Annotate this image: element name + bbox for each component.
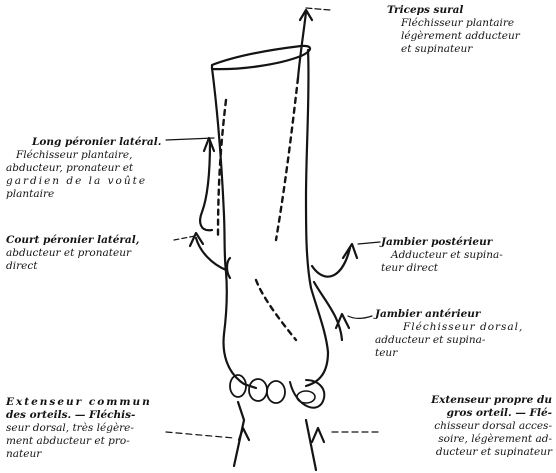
- leg-top-rim: [212, 46, 310, 69]
- label-long-peronier: Long péronier latéral. Fléchisseur plant…: [6, 136, 161, 201]
- leg-left-edge: [212, 68, 256, 388]
- label-jambier-anterieur-line-3: teur: [375, 347, 523, 360]
- label-triceps-sural: Triceps sural Fléchisseur plantaire légè…: [387, 4, 520, 56]
- triceps-tendon-path: [276, 78, 298, 240]
- label-extenseur-commun-line-3: ment abducteur et pro-: [6, 435, 152, 448]
- big-toenail: [297, 391, 315, 403]
- label-long-peronier-line-3: gardien de la voûte: [6, 175, 161, 188]
- label-extenseur-commun-title: Extenseur commun: [6, 396, 152, 409]
- label-triceps-line-2: légèrement adducteur: [387, 30, 520, 43]
- toe-3: [267, 381, 285, 403]
- arrow-extenseur-commun-line: [234, 402, 244, 466]
- label-extenseur-commun-line-1: des orteils. — Fléchis-: [6, 409, 152, 422]
- label-long-peronier-title: Long péronier latéral.: [6, 136, 161, 149]
- tendon-paths: [218, 78, 298, 340]
- leader-jambier-posterieur: [358, 242, 380, 244]
- arrow-jambier-anterieur-head: [336, 314, 349, 328]
- label-jambier-anterieur-line-1: Fléchisseur dorsal,: [375, 321, 523, 334]
- label-triceps-title: Triceps sural: [387, 4, 520, 17]
- label-triceps-line-3: et supinateur: [387, 43, 520, 56]
- label-court-peronier-line-1: abducteur et pronateur: [6, 247, 139, 260]
- leader-long-peronier: [166, 138, 214, 140]
- leader-jambier-anterieur: [348, 316, 372, 318]
- label-triceps-line-1: Fléchisseur plantaire: [387, 17, 520, 30]
- arrows: [190, 10, 357, 470]
- label-extenseur-propre-line-1: gros orteil. — Flé-: [386, 407, 552, 420]
- label-extenseur-commun-line-2: seur dorsal, très légère-: [6, 422, 152, 435]
- arrow-court-peronier-line: [196, 238, 226, 270]
- leader-triceps: [306, 8, 330, 10]
- label-court-peronier-title: Court péronier latéral,: [6, 234, 139, 247]
- label-jambier-anterieur: Jambier antérieur Fléchisseur dorsal, ad…: [375, 308, 523, 360]
- label-jambier-posterieur-title: Jambier postérieur: [381, 236, 503, 249]
- label-extenseur-commun: Extenseur commun des orteils. — Fléchis-…: [6, 396, 152, 461]
- anterior-tendon-path: [256, 280, 296, 340]
- label-extenseur-propre-title: Extenseur propre du: [386, 394, 552, 407]
- label-long-peronier-line-4: plantaire: [6, 188, 161, 201]
- arrow-extenseur-commun-head: [239, 428, 249, 440]
- label-jambier-posterieur-line-1: Adducteur et supina-: [381, 249, 503, 262]
- arrow-extenseur-propre-head: [312, 428, 324, 442]
- leader-lines: [166, 8, 380, 438]
- label-court-peronier: Court péronier latéral, abducteur et pro…: [6, 234, 139, 273]
- arrow-jambier-posterieur-line: [312, 248, 350, 277]
- label-jambier-posterieur: Jambier postérieur Adducteur et supina- …: [381, 236, 503, 275]
- label-long-peronier-line-1: Fléchisseur plantaire,: [6, 149, 161, 162]
- label-extenseur-propre-line-3: soire, légèrement ad-: [386, 433, 552, 446]
- ankle-bulge: [227, 258, 230, 278]
- arrow-long-peronier-line: [200, 142, 212, 230]
- label-extenseur-propre-line-4: ducteur et supinateur: [386, 446, 552, 459]
- label-extenseur-propre-line-2: chisseur dorsal acces-: [386, 420, 552, 433]
- label-long-peronier-line-2: abducteur, pronateur et: [6, 162, 161, 175]
- label-extenseur-commun-line-4: nateur: [6, 448, 152, 461]
- foot-outline: [212, 46, 328, 408]
- toe-2: [249, 379, 267, 401]
- leader-extenseur-commun: [166, 432, 234, 438]
- label-extenseur-propre: Extenseur propre du gros orteil. — Flé- …: [386, 394, 552, 459]
- label-jambier-posterieur-line-2: teur direct: [381, 262, 503, 275]
- label-court-peronier-line-2: direct: [6, 260, 139, 273]
- label-jambier-anterieur-line-2: adducteur et supina-: [375, 334, 523, 347]
- leg-right-edge: [306, 50, 328, 386]
- arrow-extenseur-propre-line: [306, 420, 316, 470]
- label-jambier-anterieur-title: Jambier antérieur: [375, 308, 523, 321]
